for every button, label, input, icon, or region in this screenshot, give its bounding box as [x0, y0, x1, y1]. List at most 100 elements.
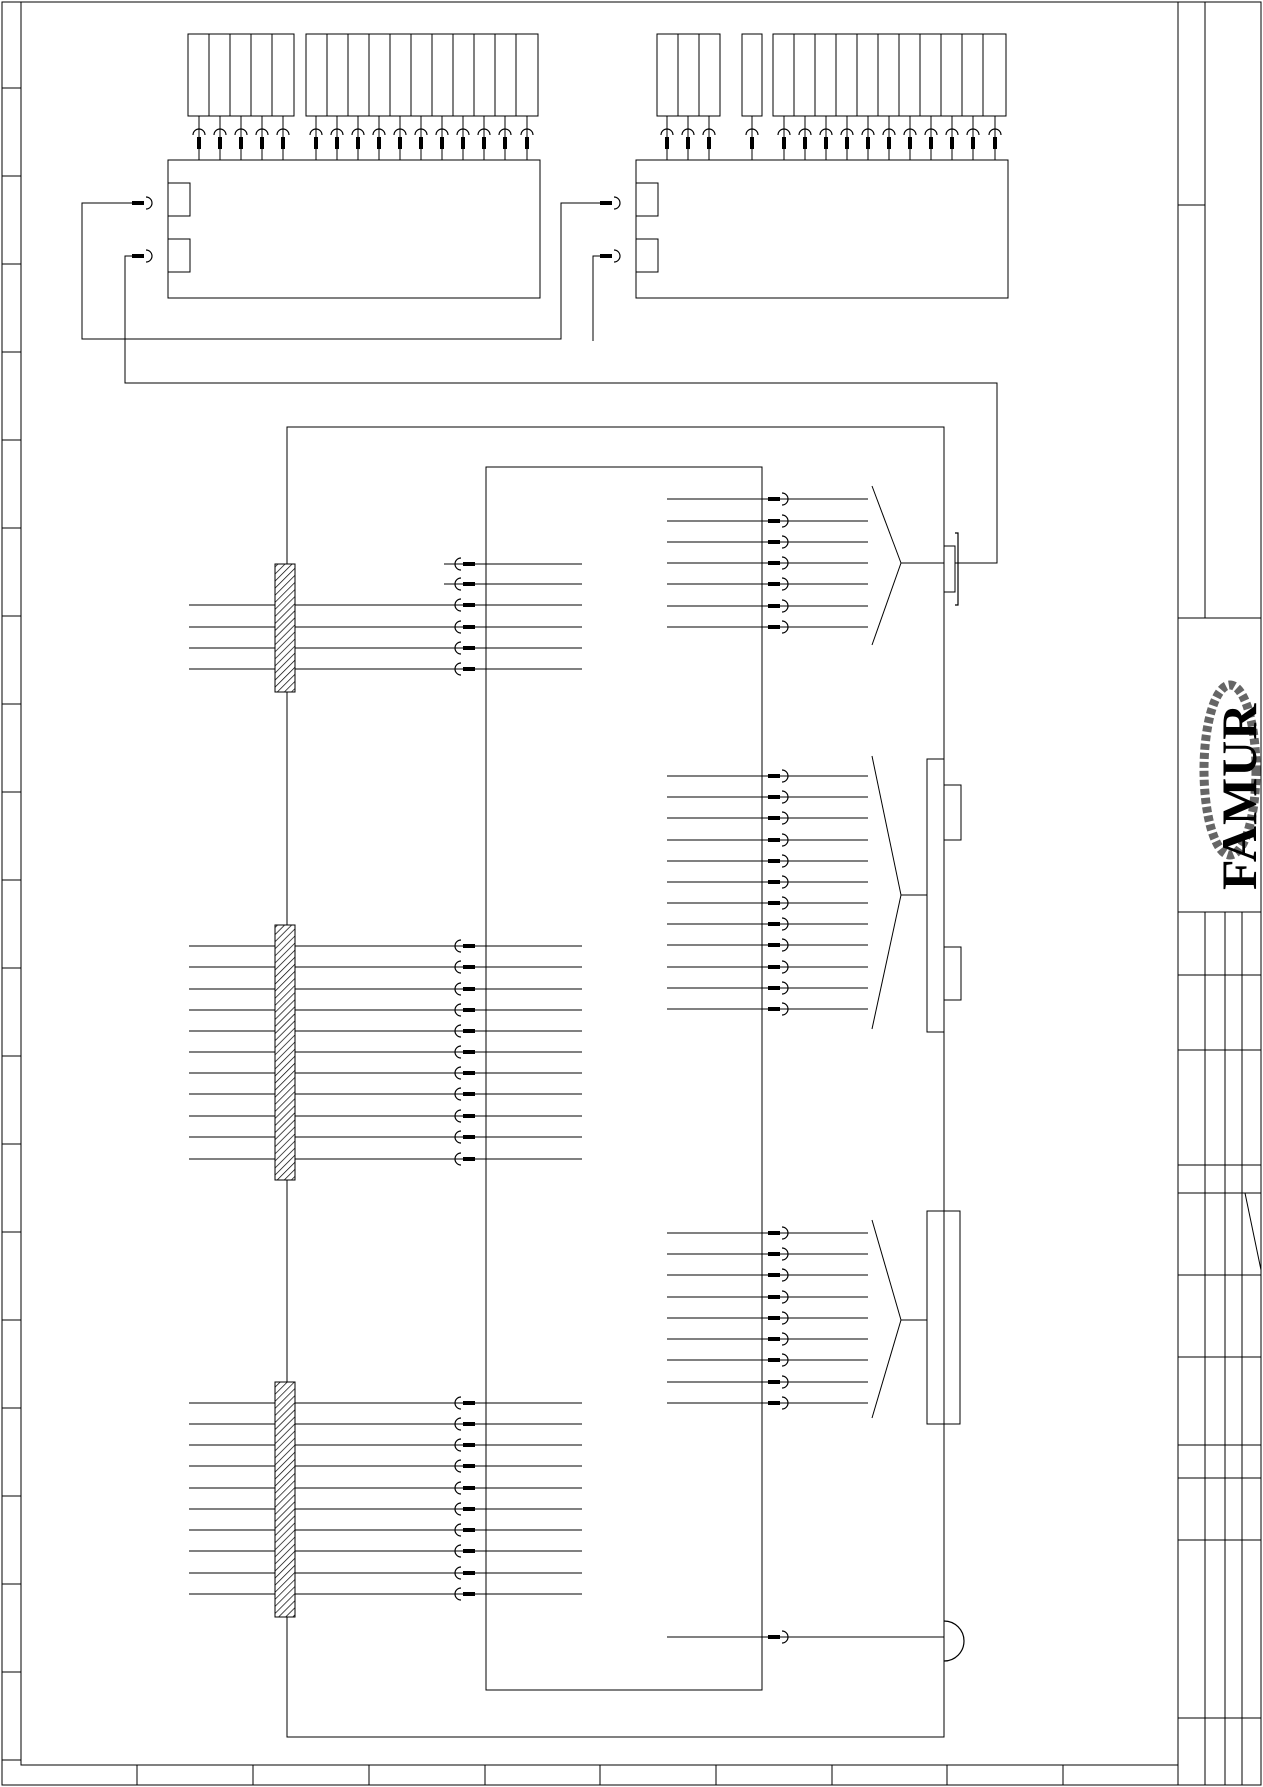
plug-pin: [132, 254, 144, 258]
plug-pin: [503, 137, 507, 149]
module-a-body: [167, 159, 541, 299]
plug-socket-arc: [777, 128, 791, 136]
link-cable-3: [592, 255, 604, 341]
plug-pin: [600, 201, 612, 205]
plug-pin: [463, 1592, 475, 1596]
plug-pin: [600, 254, 612, 258]
connector-housing-2: [926, 1210, 961, 1425]
plug-pin: [707, 137, 711, 149]
terminal-strips: [274, 563, 296, 1618]
plug-socket-arc: [477, 128, 491, 136]
plug-socket-arc: [454, 662, 462, 676]
plug-pin: [419, 137, 423, 149]
enclosure-inner-board: [485, 466, 763, 1691]
enclosure-outer: [286, 426, 945, 1738]
plug-pin: [908, 137, 912, 149]
plug-socket-arc: [781, 1290, 789, 1304]
logo-gear-ring: [1199, 680, 1261, 860]
plug-pin: [461, 137, 465, 149]
title-block-diagonal: [1244, 1192, 1262, 1271]
plug-socket-arc: [414, 128, 428, 136]
plug-pin: [768, 1231, 780, 1235]
plug-pin: [768, 816, 780, 820]
plug-pin: [768, 795, 780, 799]
plug-socket-arc: [781, 1332, 789, 1346]
plug-pin: [463, 944, 475, 948]
plug-socket-arc: [781, 811, 789, 825]
plug-socket-arc: [435, 128, 449, 136]
plug-socket-arc: [309, 128, 323, 136]
plug-pin: [463, 1008, 475, 1012]
plug-socket-arc: [781, 833, 789, 847]
plug-socket-arc: [781, 1226, 789, 1240]
plug-socket-arc: [781, 577, 789, 591]
plug-socket-arc: [966, 128, 980, 136]
plug-pin: [525, 137, 529, 149]
plug-pin: [768, 625, 780, 629]
plug-pin: [768, 497, 780, 501]
plug-socket-arc: [454, 982, 462, 996]
bracket-bottom: [871, 894, 902, 1030]
bracket-top: [871, 485, 902, 564]
module-a-port-2: [167, 238, 191, 273]
plug-pin: [768, 943, 780, 947]
plug-pin: [463, 1528, 475, 1532]
plug-socket-arc: [781, 1247, 789, 1261]
bracket-bottom: [871, 1319, 902, 1419]
plug-pin: [768, 1635, 780, 1639]
plug-socket-arc: [781, 769, 789, 783]
plug-pin: [463, 1443, 475, 1447]
module-b-slot-single: [741, 33, 763, 117]
top-modules: [167, 33, 1009, 299]
plug-socket-arc: [781, 1375, 789, 1389]
plug-pin: [768, 1273, 780, 1277]
plug-pin: [768, 1316, 780, 1320]
plug-pin: [463, 646, 475, 650]
plug-pin: [929, 137, 933, 149]
link-cable-1: [81, 202, 604, 340]
cable-gland-flange: [955, 532, 959, 606]
plug-pin: [463, 1029, 475, 1033]
connector-housing-1: [926, 758, 945, 1033]
plug-socket-arc: [781, 1268, 789, 1282]
plug-pin: [218, 137, 222, 149]
plug-pin: [768, 859, 780, 863]
plug-socket-arc: [781, 960, 789, 974]
plug-pin: [686, 137, 690, 149]
famur-logo: [1199, 680, 1261, 860]
plug-pin: [463, 1571, 475, 1575]
plug-pin: [398, 137, 402, 149]
plug-socket-arc: [454, 1109, 462, 1123]
plug-pin: [866, 137, 870, 149]
plug-pin: [463, 667, 475, 671]
plug-socket-arc: [213, 128, 227, 136]
plug-pin: [824, 137, 828, 149]
module-a-slot-group-1: [187, 33, 295, 117]
plug-pin: [665, 137, 669, 149]
plug-pin: [463, 1050, 475, 1054]
module-a-slot-group-2: [305, 33, 539, 117]
plug-pin: [768, 1337, 780, 1341]
plug-pin: [482, 137, 486, 149]
plug-socket-arc: [454, 1502, 462, 1516]
plug-socket-arc: [882, 128, 896, 136]
plug-socket-arc: [861, 128, 875, 136]
plug-socket-arc: [781, 514, 789, 528]
plug-socket-arc: [192, 128, 206, 136]
plug-socket-arc: [781, 1353, 789, 1367]
plug-pin: [768, 519, 780, 523]
plug-socket-arc: [454, 1396, 462, 1410]
plug-pin: [440, 137, 444, 149]
plug-pin: [750, 137, 754, 149]
plug-socket-arc: [372, 128, 386, 136]
logo-text: FAMUR: [1211, 702, 1263, 890]
plug-pin: [768, 774, 780, 778]
plug-pin: [463, 1071, 475, 1075]
plug-socket-arc: [351, 128, 365, 136]
plug-pin: [887, 137, 891, 149]
plug-socket-arc: [781, 599, 789, 613]
plug-socket-arc: [454, 1566, 462, 1580]
plug-socket-arc: [819, 128, 833, 136]
title-block: [1177, 2, 1262, 1785]
